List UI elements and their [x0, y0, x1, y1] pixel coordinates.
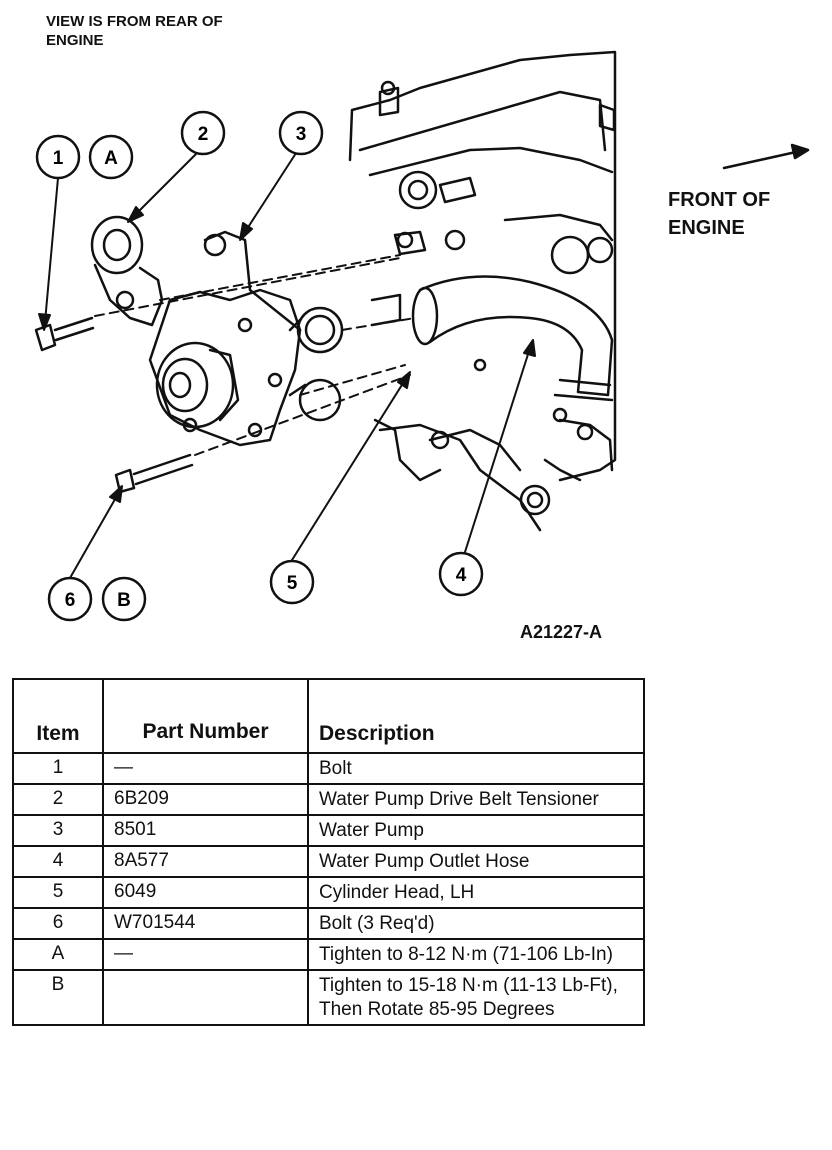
table-row: 4 8A577 Water Pump Outlet Hose	[12, 845, 645, 878]
tensioner-drawing	[90, 215, 164, 327]
figure-id: A21227-A	[520, 622, 603, 642]
callout-3: 3	[278, 110, 324, 156]
callout-a: A	[88, 134, 134, 180]
row-description: Tighten to 15-18 N·m (11-13 Lb-Ft), Then…	[307, 969, 645, 1026]
exploded-view-diagram: 1 A 2 3 6 B 5 4	[34, 50, 810, 622]
header-item: Item	[12, 678, 104, 754]
row-part-number	[102, 969, 309, 1026]
callout-3-label: 3	[296, 124, 307, 145]
row-item: 2	[12, 783, 104, 816]
table-row: A — Tighten to 8-12 N·m (71-106 Lb-In)	[12, 938, 645, 971]
assembly-centerlines	[94, 254, 416, 456]
view-note: VIEW IS FROM REAR OF ENGINE	[46, 13, 223, 49]
bolt-6-drawing	[114, 453, 194, 494]
outlet-hose-drawing	[411, 275, 614, 402]
row-description: Water Pump Outlet Hose	[307, 845, 645, 878]
callout-4-label: 4	[456, 565, 467, 586]
row-description: Cylinder Head, LH	[307, 876, 645, 909]
table-row: 3 8501 Water Pump	[12, 814, 645, 847]
row-description: Bolt (3 Req'd)	[307, 907, 645, 940]
row-item: 3	[12, 814, 104, 847]
row-part-number: —	[102, 752, 309, 785]
callout-1-label: 1	[53, 148, 64, 169]
row-item: 4	[12, 845, 104, 878]
callout-b-label: B	[117, 590, 131, 611]
table-row: B Tighten to 15-18 N·m (11-13 Lb-Ft), Th…	[12, 969, 645, 1026]
leader-lines	[38, 149, 536, 579]
row-part-number: 6049	[102, 876, 309, 909]
row-description: Bolt	[307, 752, 645, 785]
row-item: 5	[12, 876, 104, 909]
header-part-number: Part Number	[102, 678, 309, 754]
callout-2: 2	[180, 110, 226, 156]
parts-table: Item Part Number Description 1 — Bolt 2 …	[12, 678, 645, 1026]
header-description: Description	[307, 678, 645, 754]
table-header-row: Item Part Number Description	[12, 678, 645, 754]
pump-pulley-drawing	[155, 341, 240, 429]
row-item: 6	[12, 907, 104, 940]
front-arrow-icon	[722, 143, 810, 170]
engine-block-drawing	[348, 50, 617, 532]
table-row: 5 6049 Cylinder Head, LH	[12, 876, 645, 909]
row-part-number: 8A577	[102, 845, 309, 878]
front-of-engine-label: FRONT OF ENGINE	[668, 189, 771, 239]
callout-a-label: A	[104, 148, 118, 169]
row-part-number: 6B209	[102, 783, 309, 816]
callout-1: 1	[35, 134, 81, 180]
row-description: Tighten to 8-12 N·m (71-106 Lb-In)	[307, 938, 645, 971]
callout-5-label: 5	[287, 573, 298, 594]
callout-6: 6	[47, 576, 93, 622]
callout-4: 4	[438, 551, 484, 597]
row-item: B	[12, 969, 104, 1026]
callout-2-label: 2	[198, 124, 209, 145]
row-part-number: —	[102, 938, 309, 971]
row-part-number: W701544	[102, 907, 309, 940]
row-part-number: 8501	[102, 814, 309, 847]
row-description: Water Pump Drive Belt Tensioner	[307, 783, 645, 816]
table-row: 2 6B209 Water Pump Drive Belt Tensioner	[12, 783, 645, 816]
callout-b: B	[101, 576, 147, 622]
row-item: A	[12, 938, 104, 971]
callout-6-label: 6	[65, 590, 76, 611]
water-pump-drawing	[148, 230, 344, 447]
callout-5: 5	[269, 559, 315, 605]
row-description: Water Pump	[307, 814, 645, 847]
table-row: 1 — Bolt	[12, 752, 645, 785]
row-item: 1	[12, 752, 104, 785]
table-row: 6 W701544 Bolt (3 Req'd)	[12, 907, 645, 940]
